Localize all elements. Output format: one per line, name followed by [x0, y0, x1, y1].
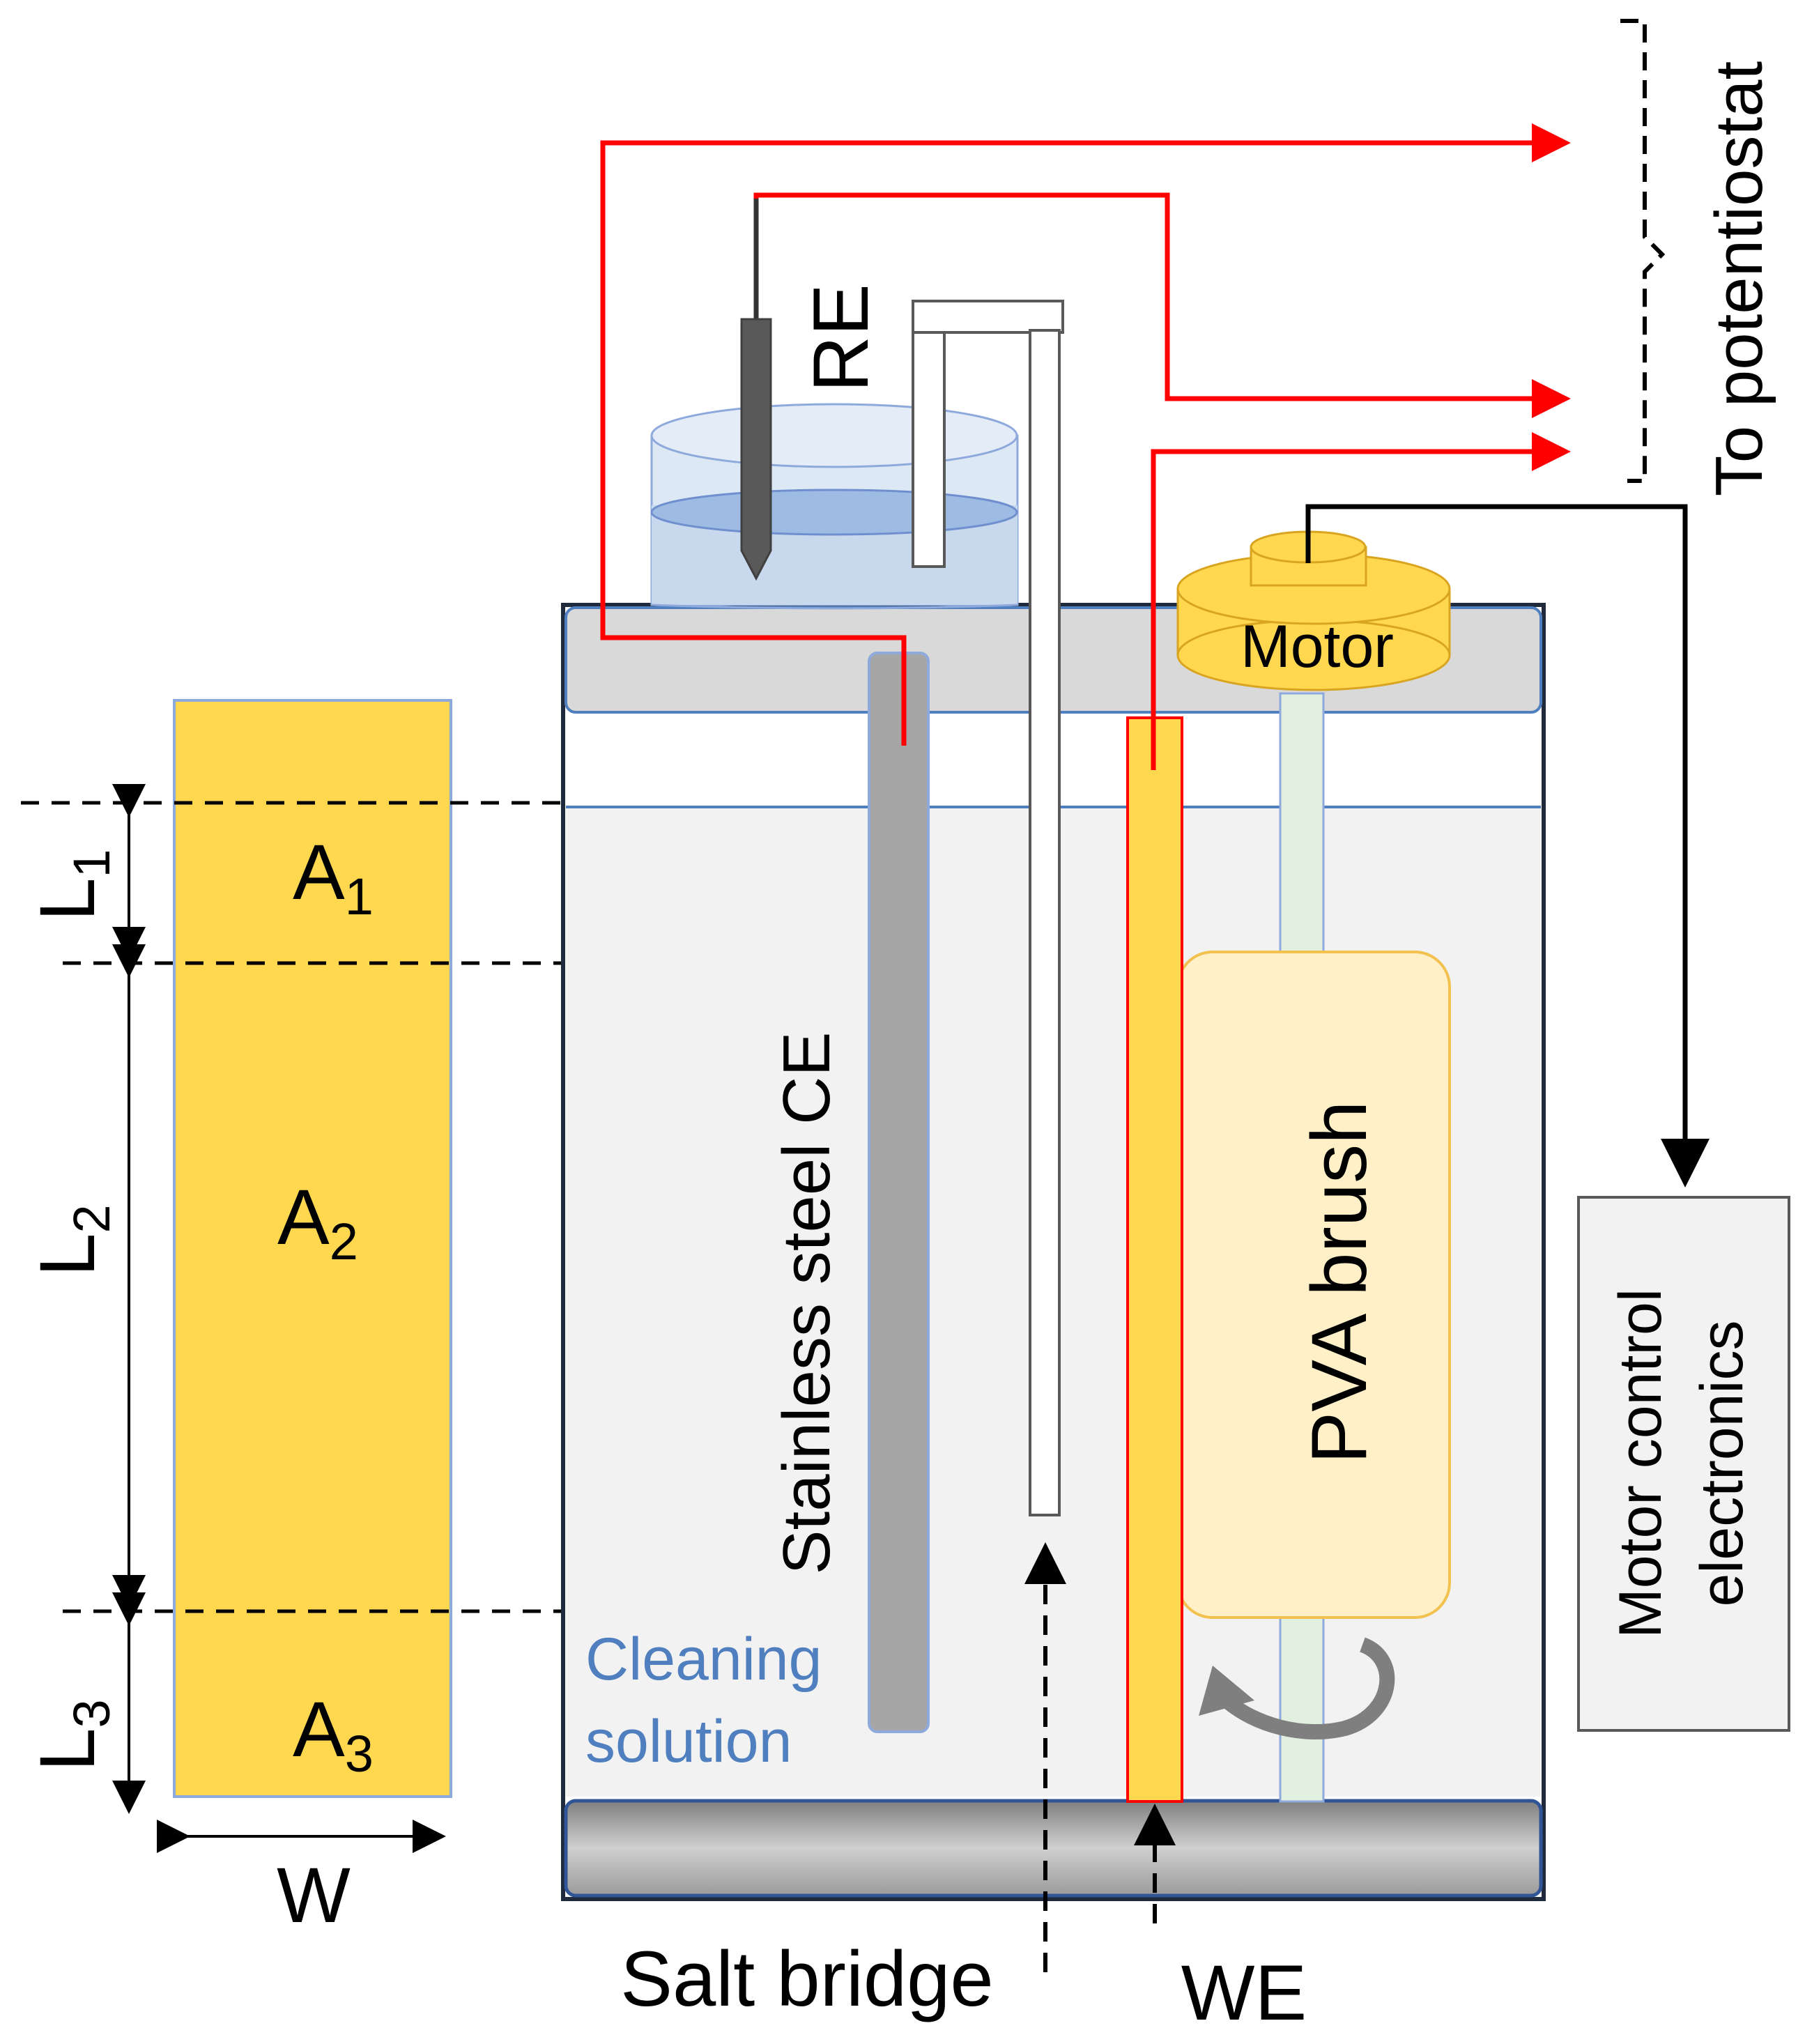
- width-label: W: [277, 1852, 351, 1939]
- working-electrode: [1126, 716, 1183, 1803]
- electrode-strip: [173, 699, 452, 1798]
- l1-label: L1: [24, 849, 121, 921]
- ce-wire: [600, 123, 1571, 746]
- rotation-arrowhead: [1199, 1666, 1254, 1716]
- we-wire: [1151, 432, 1571, 770]
- we-label: WE: [1181, 1949, 1307, 2036]
- motor: [1176, 530, 1451, 691]
- stainless-steel-ce: [868, 652, 930, 1733]
- tank-base: [564, 1799, 1543, 1898]
- motor-label: Motor: [1241, 613, 1394, 680]
- l3-label: L3: [24, 1699, 121, 1771]
- ce-label: Stainless steel CE: [769, 1031, 844, 1574]
- cleaning-solution-label-line2: solution: [585, 1708, 792, 1775]
- potentiostat-brace: [1620, 19, 1666, 483]
- motor-control-wire: [1305, 504, 1710, 1188]
- salt-bridge-tube: [912, 300, 1064, 1516]
- re-label: RE: [797, 284, 884, 392]
- salt-bridge-label: Salt bridge: [620, 1935, 993, 2022]
- pva-brush-label: PVA brush: [1296, 1101, 1383, 1464]
- re-electrode: [740, 318, 772, 581]
- a2-label: A2: [277, 1174, 358, 1270]
- cleaning-solution-label: Cleaning: [585, 1626, 822, 1693]
- motor-control-label: Motor control: [1607, 1289, 1674, 1638]
- reference-beaker: [650, 403, 1019, 610]
- a3-label: A3: [293, 1686, 374, 1783]
- re-wire: [753, 192, 1571, 418]
- l2-label: L2: [24, 1204, 121, 1276]
- to-potentiostat-label: To potentiostat: [1702, 61, 1776, 496]
- motor-control-box: [1577, 1196, 1790, 1732]
- rotation-arrow-icon: [1221, 1637, 1395, 1740]
- motor-control-label-line2: electronics: [1689, 1320, 1756, 1606]
- a1-label: A1: [293, 829, 374, 925]
